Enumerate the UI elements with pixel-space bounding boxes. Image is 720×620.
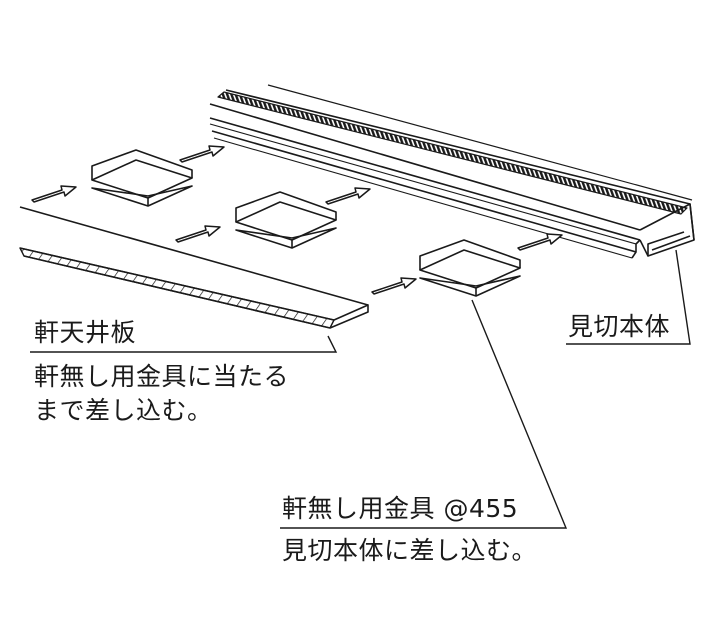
bracket-3 (419, 239, 521, 297)
leader-soffit-board (30, 335, 338, 353)
label-bracket-instruction: 見切本体に差し込む。 (282, 536, 538, 565)
insertion-arrows (31, 145, 563, 295)
label-trim-body: 見切本体 (568, 312, 671, 341)
arrow-icon (31, 185, 77, 203)
bracket-1 (91, 149, 193, 207)
leader-lines (30, 249, 691, 529)
leader-bracket (280, 299, 568, 529)
arrow-icon (175, 225, 221, 243)
label-soffit-instruction-1: 軒無し用金具に当たる (34, 362, 290, 391)
arrow-icon (371, 277, 417, 295)
leader-trim-body (566, 249, 691, 345)
trim-body (209, 84, 695, 259)
label-bracket-spec: 軒無し用金具 @455 (282, 494, 519, 523)
arrow-icon (179, 145, 225, 163)
label-soffit-instruction-2: まで差し込む。 (34, 396, 213, 425)
soffit-board (19, 206, 369, 329)
trim-vent-strip (217, 91, 688, 215)
arrow-icon (325, 187, 371, 205)
arrow-icon (517, 233, 563, 251)
soffit-board-edge-hatch (19, 247, 335, 329)
bracket-2 (235, 191, 337, 249)
label-soffit-board: 軒天井板 (34, 318, 137, 347)
